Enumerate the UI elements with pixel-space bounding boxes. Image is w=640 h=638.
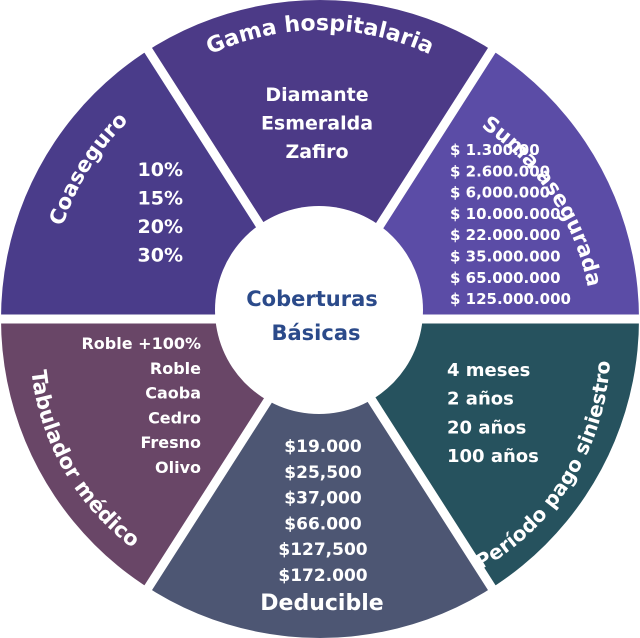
- deducible-item: $37,000: [284, 489, 362, 509]
- coaseguro-item: 10%: [138, 159, 183, 181]
- tabulador-item: Fresno: [140, 433, 201, 452]
- deducible-item: $66.000: [284, 514, 362, 534]
- tabulador-item: Roble +100%: [81, 334, 201, 353]
- gama-item: Diamante: [265, 84, 368, 106]
- segment-deducible: [141, 319, 499, 638]
- deducible-item: $25,500: [284, 463, 362, 483]
- periodo-item: 4 meses: [447, 360, 530, 381]
- segment-tabulador-medico: [0, 319, 320, 599]
- suma-item: $ 65.000.000: [450, 269, 561, 287]
- periodo-pago-siniestro-items: 4 meses 2 años 20 años 100 años: [447, 360, 539, 467]
- periodo-item: 100 años: [447, 446, 539, 467]
- suma-item: $ 1.300.00: [450, 141, 540, 159]
- gama-item: Zafiro: [285, 141, 348, 163]
- tabulador-item: Olivo: [155, 458, 201, 477]
- suma-item: $ 22.000.000: [450, 226, 561, 244]
- coaseguro-items: 10% 15% 20% 30%: [138, 159, 183, 267]
- tabulador-item: Roble: [150, 359, 201, 378]
- center-circle: [215, 206, 423, 414]
- deducible-item: $127,500: [278, 540, 367, 560]
- center-title-line1: Coberturas: [246, 287, 378, 311]
- center-title-line2: Básicas: [272, 321, 361, 345]
- suma-item: $ 125.000.000: [450, 290, 571, 308]
- suma-item: $ 2.600.000: [450, 162, 550, 180]
- tabulador-item: Cedro: [148, 408, 201, 427]
- tabulador-item: Caoba: [145, 384, 201, 403]
- segment-gama-hospitalaria: [141, 0, 499, 319]
- gama-item: Esmeralda: [261, 113, 373, 135]
- coaseguro-item: 15%: [138, 188, 183, 210]
- suma-item: $ 35.000.000: [450, 248, 561, 266]
- segment-periodo-pago-siniestro: [320, 319, 640, 599]
- suma-item: $ 10.000.000: [450, 205, 561, 223]
- coaseguro-item: 30%: [138, 245, 183, 267]
- deducible-item: $19.000: [284, 437, 362, 457]
- periodo-item: 2 años: [447, 389, 514, 410]
- deducible-title: Deducible: [260, 591, 383, 616]
- deducible-item: $172.000: [278, 566, 367, 586]
- periodo-item: 20 años: [447, 417, 526, 438]
- suma-item: $ 6,000.000: [450, 184, 550, 202]
- coaseguro-item: 20%: [138, 216, 183, 238]
- suma-asegurada-items: $ 1.300.00 $ 2.600.000 $ 6,000.000 $ 10.000…: [450, 141, 571, 308]
- deducible-items: $19.000 $25,500 $37,000 $66.000 $127,500 $172…: [278, 437, 367, 586]
